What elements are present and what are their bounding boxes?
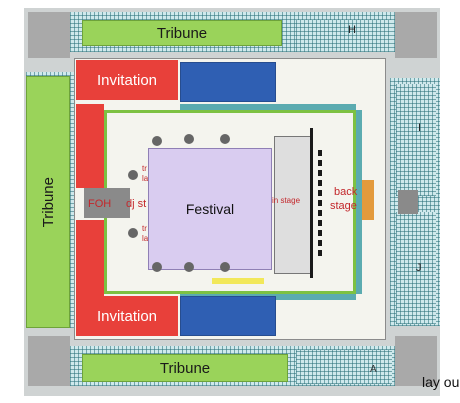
- invitation-bottom-label: Invitation: [96, 307, 158, 325]
- block-j-label: J: [416, 262, 422, 274]
- main-stage[interactable]: [274, 136, 312, 274]
- invitation-top-label: Invitation: [96, 71, 158, 89]
- block-j[interactable]: [396, 212, 436, 324]
- corner-bottom-right: [395, 336, 437, 386]
- right-gate: [398, 190, 418, 214]
- speaker-circle: [128, 228, 138, 238]
- blue-block-bottom[interactable]: [180, 296, 276, 336]
- speaker-circle: [220, 134, 230, 144]
- speaker-circle: [184, 262, 194, 272]
- inner-seats-right: [356, 110, 362, 294]
- foh-label: FOH: [88, 198, 112, 210]
- block-i-label: I: [418, 122, 422, 134]
- dj-stage-label: dj st: [126, 198, 147, 210]
- corner-top-right: [395, 12, 437, 58]
- stage-dash: [318, 150, 322, 260]
- invitation-left-upper[interactable]: [76, 104, 104, 188]
- main-stage-label: in stage: [272, 196, 301, 205]
- back-stage-label-2: stage: [330, 200, 357, 212]
- corner-top-left: [28, 12, 70, 58]
- invitation-left-lower[interactable]: [76, 220, 104, 296]
- block-a-label: A: [370, 364, 377, 375]
- label-tr-bottom: tr: [142, 224, 147, 233]
- tribune-top[interactable]: Tribune: [82, 20, 282, 46]
- tribune-top-label: Tribune: [156, 24, 208, 42]
- block-a[interactable]: [296, 350, 392, 384]
- tribune-left[interactable]: Tribune: [26, 76, 70, 328]
- festival-floor[interactable]: Festival: [148, 148, 272, 270]
- block-h-label: H: [348, 24, 356, 36]
- corner-bottom-left: [28, 336, 70, 386]
- speaker-circle: [128, 170, 138, 180]
- invitation-bottom[interactable]: Invitation: [76, 296, 178, 336]
- label-la-top: la: [142, 174, 149, 183]
- yellow-accent: [212, 278, 264, 284]
- tribune-bottom[interactable]: Tribune: [82, 354, 288, 382]
- speaker-circle: [152, 262, 162, 272]
- invitation-top[interactable]: Invitation: [76, 60, 178, 100]
- stage-line: [310, 128, 313, 278]
- tribune-left-label: Tribune: [39, 176, 57, 228]
- foh-area[interactable]: [84, 188, 130, 218]
- tribune-bottom-label: Tribune: [159, 359, 211, 377]
- inner-seats-top: [180, 104, 356, 110]
- back-stage-label-1: back: [334, 186, 358, 198]
- label-la-bottom: la: [142, 234, 149, 243]
- block-h[interactable]: [296, 20, 392, 52]
- festival-label: Festival: [185, 201, 235, 217]
- layout-caption: lay ou: [422, 374, 460, 390]
- speaker-circle: [152, 136, 162, 146]
- speaker-circle: [220, 262, 230, 272]
- block-i[interactable]: [396, 84, 436, 196]
- blue-block-top[interactable]: [180, 62, 276, 102]
- speaker-circle: [184, 134, 194, 144]
- label-tr-top: tr: [142, 164, 147, 173]
- side-structure: [362, 180, 374, 220]
